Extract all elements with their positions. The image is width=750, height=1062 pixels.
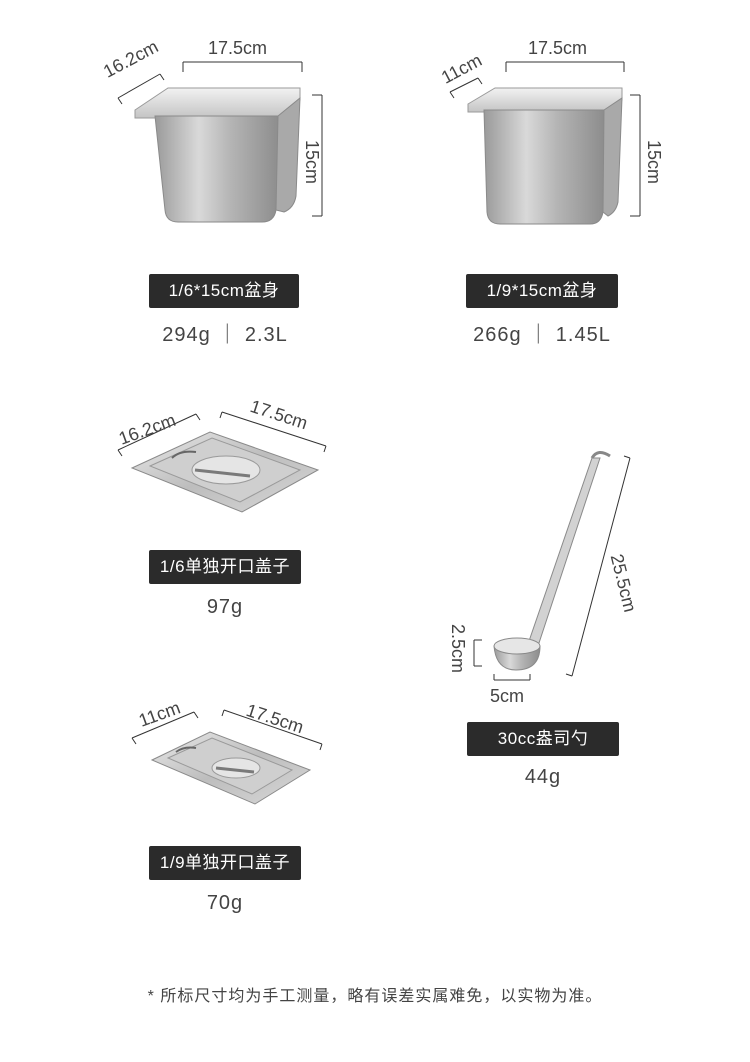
pan-1-6-label: 1/6*15cm盆身 — [149, 274, 299, 308]
ladle-label: 30cc盎司勺 — [467, 722, 619, 756]
pan-1-6-spec: 294g ｜ 2.3L — [162, 324, 288, 346]
lid-1-9-label: 1/9单独开口盖子 — [149, 846, 301, 880]
lid-1-9-spec: 70g — [206, 892, 244, 914]
lid-1-6-spec: 97g — [206, 596, 244, 618]
lid-1-6-label: 1/6单独开口盖子 — [149, 550, 301, 584]
measurement-footnote: * 所标尺寸均为手工测量，略有误差实属难免，以实物为准。 — [147, 988, 603, 1005]
ladle-width-dim: 5cm — [490, 686, 525, 706]
ladle-height-dim: 2.5cm — [448, 624, 468, 674]
ladle-spec: 44g — [524, 766, 562, 788]
pan-1-9-width-dim: 17.5cm — [528, 38, 588, 58]
pan-1-9-spec: 266g ｜ 1.45L — [473, 324, 611, 346]
pan-1-9-label: 1/9*15cm盆身 — [466, 274, 618, 308]
pan-1-6-width-dim: 17.5cm — [208, 38, 268, 58]
